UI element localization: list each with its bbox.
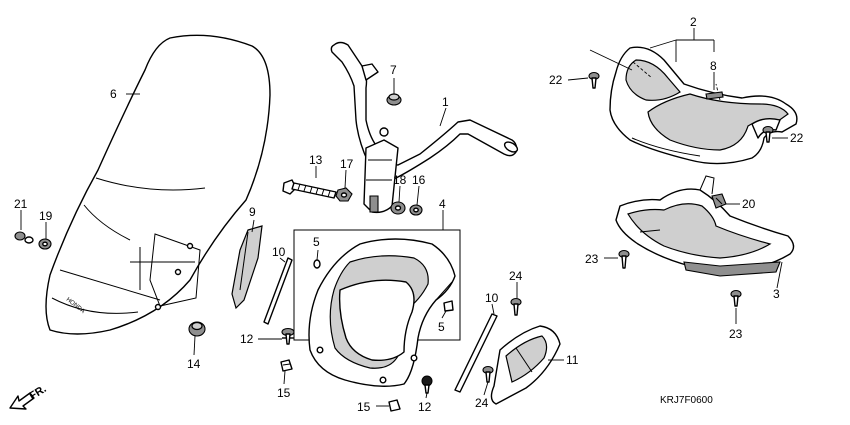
callout-22a: 22 [549,73,563,87]
callout-23b: 23 [729,327,743,341]
callout-12b: 12 [418,400,432,414]
callout-3: 3 [773,287,780,301]
rear-handlebar-cover-part [308,238,456,387]
callout-7: 7 [390,63,397,77]
callout-24b: 24 [475,396,489,410]
callout-17: 17 [340,157,354,171]
callout-20: 20 [742,197,756,211]
callout-5a: 5 [313,235,320,249]
callout-6: 6 [110,87,117,101]
callout-9: 9 [249,205,256,219]
callout-15b: 15 [357,400,371,414]
clip-5a [313,259,321,269]
callout-10a: 10 [272,245,286,259]
handlebar-part [330,41,519,214]
callout-1: 1 [442,95,449,109]
callout-22b: 22 [790,131,804,145]
clip-5b [443,300,454,312]
callout-12a: 12 [240,332,254,346]
screw-24b [482,365,494,383]
callout-18: 18 [393,173,407,187]
screw-23b [730,289,742,307]
callout-4: 4 [439,197,446,211]
diagram-code: KRJ7F0600 [660,395,713,406]
callout-24a: 24 [509,269,523,283]
washer-19 [38,238,52,250]
screw-23a [618,249,630,269]
callout-23a: 23 [585,252,599,266]
callout-15a: 15 [277,386,291,400]
callout-13: 13 [309,153,323,167]
grommet-14 [188,321,206,337]
screw-22b [762,125,774,143]
nut-21 [14,231,34,244]
nut-17 [335,187,353,202]
clip-15a [280,359,293,372]
clip-8 [705,91,724,100]
callout-14: 14 [187,357,201,371]
callout-21: 21 [14,197,28,211]
windscreen-part: HONDA [45,34,271,335]
callout-8: 8 [710,59,717,73]
screw-22a [588,71,600,89]
callout-19: 19 [39,209,53,223]
screw-24a [510,297,522,316]
seal-strip-10b [454,313,498,393]
callout-11: 11 [566,353,579,367]
grommet-7 [386,93,402,106]
seal-strip-10a [263,257,293,325]
lower-handlebar-cover-part [615,175,795,277]
callout-2: 2 [690,15,697,29]
bolt-13 [282,179,337,199]
callout-16: 16 [412,173,426,187]
nut-18 [390,201,406,215]
callout-5b: 5 [438,320,445,334]
screw-12b [421,375,433,394]
clip-15b [388,399,401,412]
leader-lines [20,28,788,407]
hidden-line-a [632,61,653,79]
front-handlebar-cover-part [609,46,798,165]
front-direction-arrow-icon: FR. [9,383,49,410]
callout-labels: 6 21 19 14 9 10 5 12 15 13 17 7 1 18 16 … [14,15,804,414]
callout-10b: 10 [485,291,499,305]
side-cover-11 [490,325,561,405]
washer-16 [409,204,423,216]
screw-12a [281,327,295,345]
side-cover-9 [231,225,263,310]
